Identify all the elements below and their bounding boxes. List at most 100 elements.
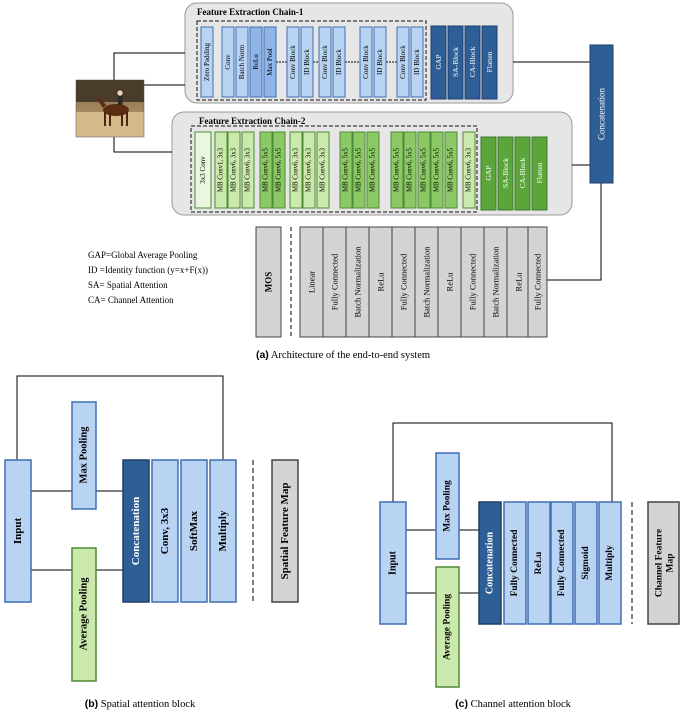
chain1-head-flatten bbox=[481, 25, 498, 100]
chain1-block-zero-padding bbox=[200, 26, 214, 98]
channel-layer-2-fully-connected bbox=[550, 501, 574, 625]
channel-avg-pool-box bbox=[435, 566, 460, 688]
id-block-label: ID Block bbox=[303, 49, 311, 75]
chain2-head-flatten bbox=[531, 136, 548, 211]
chain1-block-max-pool bbox=[263, 26, 277, 98]
caption-b: (b) Spatial attention block bbox=[85, 698, 196, 710]
chain2-block-mb-conv6-5x5 bbox=[352, 131, 366, 209]
concatenation-label: Concatenation bbox=[597, 88, 607, 140]
chain2-block-mb-conv6-5x5 bbox=[403, 131, 417, 209]
zero-padding-label: Zero Padding bbox=[203, 43, 211, 81]
chain2-head-sa-block bbox=[497, 136, 514, 211]
conv-block-label: Conv Block bbox=[321, 45, 329, 79]
chain2-head-gap bbox=[480, 136, 497, 211]
spatial-skip-connection bbox=[16, 375, 224, 460]
chain1-block-id-block bbox=[410, 26, 424, 98]
chain2-block-mb-conv6-5x5 bbox=[272, 131, 286, 209]
chain2-block-mb-conv6-3x3 bbox=[227, 131, 241, 209]
spatial-layer-conv-3x3-label: Conv, 3x3 bbox=[159, 507, 171, 554]
channel-layer-3-sigmoid-label: Sigmoid bbox=[581, 546, 591, 580]
legend-item-0: GAP=Global Average Pooling bbox=[88, 250, 198, 260]
mb-conv6-3x3-label: MB Conv6, 3x3 bbox=[231, 147, 238, 192]
chain2-block-mb-conv6-5x5 bbox=[339, 131, 353, 209]
mb-conv6-3x3-label: MB Conv6, 3x3 bbox=[466, 147, 473, 192]
head-layer-0-label: Linear bbox=[307, 271, 317, 293]
conv-label: Conv bbox=[224, 54, 232, 70]
channel-output-line-1: Channel Feature bbox=[655, 529, 665, 597]
channel-output-line-2: Map bbox=[666, 554, 676, 573]
chain2-block-mb-conv6-3x3 bbox=[241, 131, 255, 209]
channel-input-box bbox=[379, 501, 407, 625]
legend-item-3: CA= Channel Attention bbox=[88, 295, 174, 305]
mos-box bbox=[255, 226, 282, 338]
chain2-head-ca-block bbox=[514, 136, 531, 211]
mb-conv1-3x3-label: MB Conv1, 3x3 bbox=[218, 147, 225, 192]
chain1-block-conv-block bbox=[318, 26, 332, 98]
head-layer-5-label: Batch Normalization bbox=[422, 246, 432, 318]
concat-to-head-line bbox=[547, 183, 602, 281]
flatten-label: Flatten bbox=[535, 162, 544, 183]
spatial-avg-pool-label: Average Pooling bbox=[79, 577, 90, 651]
mb-conv6-5x5-label: MB Conv6, 5x5 bbox=[407, 147, 414, 192]
channel-layer-0-fully-connected bbox=[503, 501, 527, 625]
mb-conv6-5x5-label: MB Conv6, 5x5 bbox=[421, 147, 428, 192]
chain1-block-id-block bbox=[300, 26, 314, 98]
chain2-block-mb-conv6-3x3 bbox=[462, 131, 476, 209]
channel-concat-box bbox=[478, 501, 502, 625]
chain1-block-conv-block bbox=[359, 26, 373, 98]
spatial-max-pool-label: Max Pooling bbox=[79, 426, 90, 484]
chain1-block-relu bbox=[249, 26, 263, 98]
chain1-block-batch-norm bbox=[235, 26, 249, 98]
mb-conv6-5x5-label: MB Conv6, 5x5 bbox=[343, 147, 350, 192]
mb-conv6-3x3-label: MB Conv6, 3x3 bbox=[293, 147, 300, 192]
legend-item-1: ID =Identity function (y=x+F(x)) bbox=[88, 265, 208, 275]
head-layer-3-label: ReLu bbox=[376, 272, 386, 292]
photo-to-chain1-upper-line bbox=[113, 52, 185, 80]
head-layer-2-label: Batch Normalization bbox=[353, 246, 363, 318]
head-layer-6-label: ReLu bbox=[445, 272, 455, 292]
spatial-concat-label: Concatenation bbox=[130, 497, 142, 565]
chain2-block-mb-conv6-5x5 bbox=[259, 131, 273, 209]
mb-conv6-3x3-label: MB Conv6, 3x3 bbox=[245, 147, 252, 192]
mb-conv6-5x5-label: MB Conv6, 5x5 bbox=[394, 147, 401, 192]
chain2-block-mb-conv6-5x5 bbox=[430, 131, 444, 209]
spatial-max-pool-box bbox=[71, 401, 97, 510]
chain1-block-conv-block bbox=[286, 26, 300, 98]
channel-output-label: Channel FeatureMap bbox=[655, 529, 676, 597]
channel-layer-4-multiply bbox=[598, 501, 622, 625]
spatial-output-box bbox=[271, 459, 299, 603]
channel-layer-3-sigmoid bbox=[574, 501, 598, 625]
gap-label: GAP bbox=[484, 165, 493, 180]
spatial-layer-conv-3x3 bbox=[151, 459, 179, 603]
chain2-block-mb-conv6-3x3 bbox=[302, 131, 316, 209]
gap-label: GAP bbox=[434, 54, 443, 69]
photo-to-chain2-line bbox=[113, 137, 172, 153]
sa-block-label: SA-Block bbox=[501, 158, 510, 188]
channel-max-pool-box bbox=[435, 452, 460, 560]
ca-block-label: CA-Block bbox=[468, 46, 477, 77]
spatial-concat-box bbox=[122, 459, 150, 603]
channel-skip-connection bbox=[392, 422, 613, 502]
concatenation-box bbox=[589, 44, 614, 184]
head-layer-1-label: Fully Connected bbox=[330, 253, 340, 310]
max-pool-label: Max Pool bbox=[266, 48, 274, 75]
mb-conv6-5x5-label: MB Conv6, 5x5 bbox=[448, 147, 455, 192]
legend-item-2: SA= Spatial Attention bbox=[88, 280, 168, 290]
chain2-block-mb-conv6-5x5 bbox=[390, 131, 404, 209]
mb-conv6-5x5-label: MB Conv6, 5x5 bbox=[356, 147, 363, 192]
chain1-backbone-outline bbox=[196, 20, 427, 101]
channel-avg-pool-label: Average Pooling bbox=[443, 594, 453, 660]
relu-label: ReLu bbox=[252, 54, 260, 70]
chain2-block-3x3-conv bbox=[194, 131, 212, 209]
id-block-label: ID Block bbox=[413, 49, 421, 75]
head-layer-8-label: Batch Normalization bbox=[491, 246, 501, 318]
mb-conv6-3x3-label: MB Conv6, 3x3 bbox=[320, 147, 327, 192]
mos-label: MOS bbox=[264, 272, 274, 293]
mb-conv6-3x3-label: MB Conv6, 3x3 bbox=[306, 147, 313, 192]
caption-a: (a) Architecture of the end-to-end syste… bbox=[256, 349, 430, 361]
chain1-title: Feature Extraction Chain-1 bbox=[197, 7, 304, 17]
ca-block-label: CA-Block bbox=[518, 157, 527, 188]
mb-conv6-5x5-label: MB Conv6, 5x5 bbox=[434, 147, 441, 192]
spatial-layer-softmax bbox=[180, 459, 208, 603]
